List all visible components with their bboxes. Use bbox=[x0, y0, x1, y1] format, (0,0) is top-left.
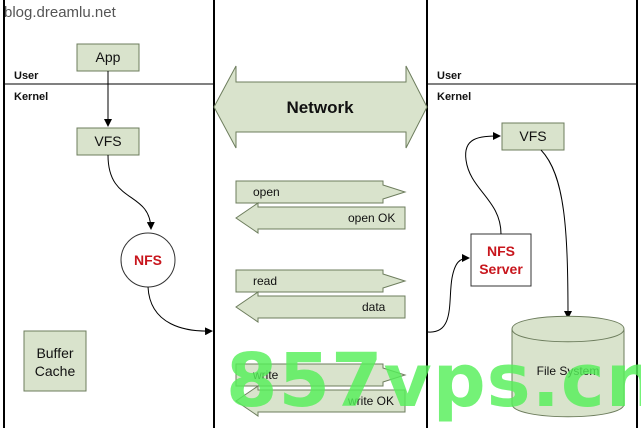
vfs-to-nfs-arrow bbox=[107, 154, 155, 230]
right-user-label: User bbox=[437, 70, 462, 82]
right-vfs-box bbox=[501, 122, 565, 151]
vfs-to-fs-arrow bbox=[540, 149, 572, 319]
nfs-to-network-arrow bbox=[147, 286, 213, 336]
file-system-cylinder-top bbox=[511, 328, 625, 343]
left-kernel-label: Kernel bbox=[14, 91, 48, 103]
file-system-label: File System bbox=[537, 364, 600, 378]
open-ok-arrow bbox=[235, 202, 406, 234]
app-box bbox=[76, 43, 140, 72]
read-label: read bbox=[253, 274, 277, 288]
left-vfs-label: VFS bbox=[94, 133, 121, 149]
app-label: App bbox=[96, 49, 121, 65]
watermark: 857vps.cn bbox=[226, 338, 641, 424]
network-to-server-arrow bbox=[427, 254, 470, 333]
network-label: Network bbox=[286, 98, 354, 117]
open-arrow bbox=[235, 180, 407, 204]
cache-label: Cache bbox=[35, 363, 76, 379]
right-vfs-label: VFS bbox=[519, 128, 546, 144]
open-label: open bbox=[253, 185, 280, 199]
server-to-vfs-arrow bbox=[465, 132, 502, 235]
write-label: write bbox=[252, 368, 279, 382]
write-arrow bbox=[235, 363, 407, 387]
nfs-client-label: NFS bbox=[134, 252, 162, 268]
nfs-server-label-2: Server bbox=[479, 261, 523, 277]
left-user-label: User bbox=[14, 70, 39, 82]
read-arrow bbox=[235, 269, 407, 293]
open-ok-label: open OK bbox=[348, 211, 395, 225]
write-ok-label: write OK bbox=[347, 394, 394, 408]
right-kernel-label: Kernel bbox=[437, 91, 471, 103]
data-label: data bbox=[362, 300, 386, 314]
nfs-server-label-1: NFS bbox=[487, 243, 515, 259]
file-system-cylinder bbox=[511, 315, 625, 418]
data-arrow bbox=[235, 291, 406, 323]
site-url: blog.dreamlu.net bbox=[4, 4, 116, 21]
nfs-server-box bbox=[470, 233, 532, 287]
network-double-arrow bbox=[213, 65, 428, 149]
buffer-cache-box bbox=[23, 330, 87, 392]
buffer-label: Buffer bbox=[36, 345, 73, 361]
write-ok-arrow bbox=[235, 385, 406, 417]
